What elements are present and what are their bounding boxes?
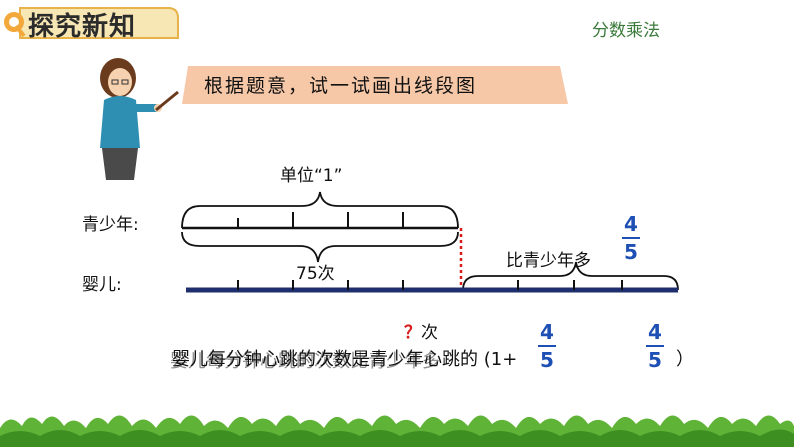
unit-label: 单位“1”: [280, 166, 343, 186]
count-brace: [181, 231, 459, 263]
fraction-more: 4 5: [622, 212, 640, 264]
question-unit: 次: [421, 323, 438, 343]
fraction-more-numerator: 4: [624, 212, 638, 236]
statement-overlay: 婴儿每分钟心跳的次数比青少年多: [170, 351, 440, 372]
count-label: 75次: [296, 264, 335, 284]
teen-ticks: [237, 212, 404, 228]
fraction-bar: [538, 345, 556, 347]
statement-frac1-denominator: 5: [540, 348, 554, 372]
baby-ticks: [237, 280, 623, 290]
statement-frac1-numerator: 4: [540, 320, 554, 344]
fraction-bar: [646, 345, 664, 347]
statement-main: 婴儿每分钟心跳的次数是青少年心跳的 (1+: [172, 349, 518, 370]
fraction-more-denominator: 5: [624, 240, 638, 264]
page-title: 探究新知: [28, 12, 137, 42]
subject-label: 分数乘法: [592, 21, 660, 41]
statement-fraction-1: 4 5: [538, 320, 556, 372]
teacher-illustration: [100, 58, 179, 180]
baby-row-label: 婴儿:: [82, 275, 122, 295]
question-mark: ？: [404, 323, 421, 343]
q-logo-icon: [4, 12, 26, 38]
statement-fraction-2: 4 5: [646, 320, 664, 372]
task-banner: [182, 66, 568, 104]
more-label: 比青少年多: [506, 251, 591, 271]
statement-frac2-denominator: 5: [648, 348, 662, 372]
question-label: ？次: [404, 318, 438, 343]
fraction-bar: [622, 237, 640, 239]
extra-brace: [462, 261, 679, 291]
grass-decoration: [0, 415, 794, 447]
header-badge: [19, 7, 179, 39]
unit-brace: [181, 191, 459, 229]
statement-close-paren: ）: [676, 349, 694, 370]
teen-row-label: 青少年:: [82, 215, 139, 235]
task-text: 根据题意，试一试画出线段图: [204, 75, 478, 97]
statement-frac2-numerator: 4: [648, 320, 662, 344]
